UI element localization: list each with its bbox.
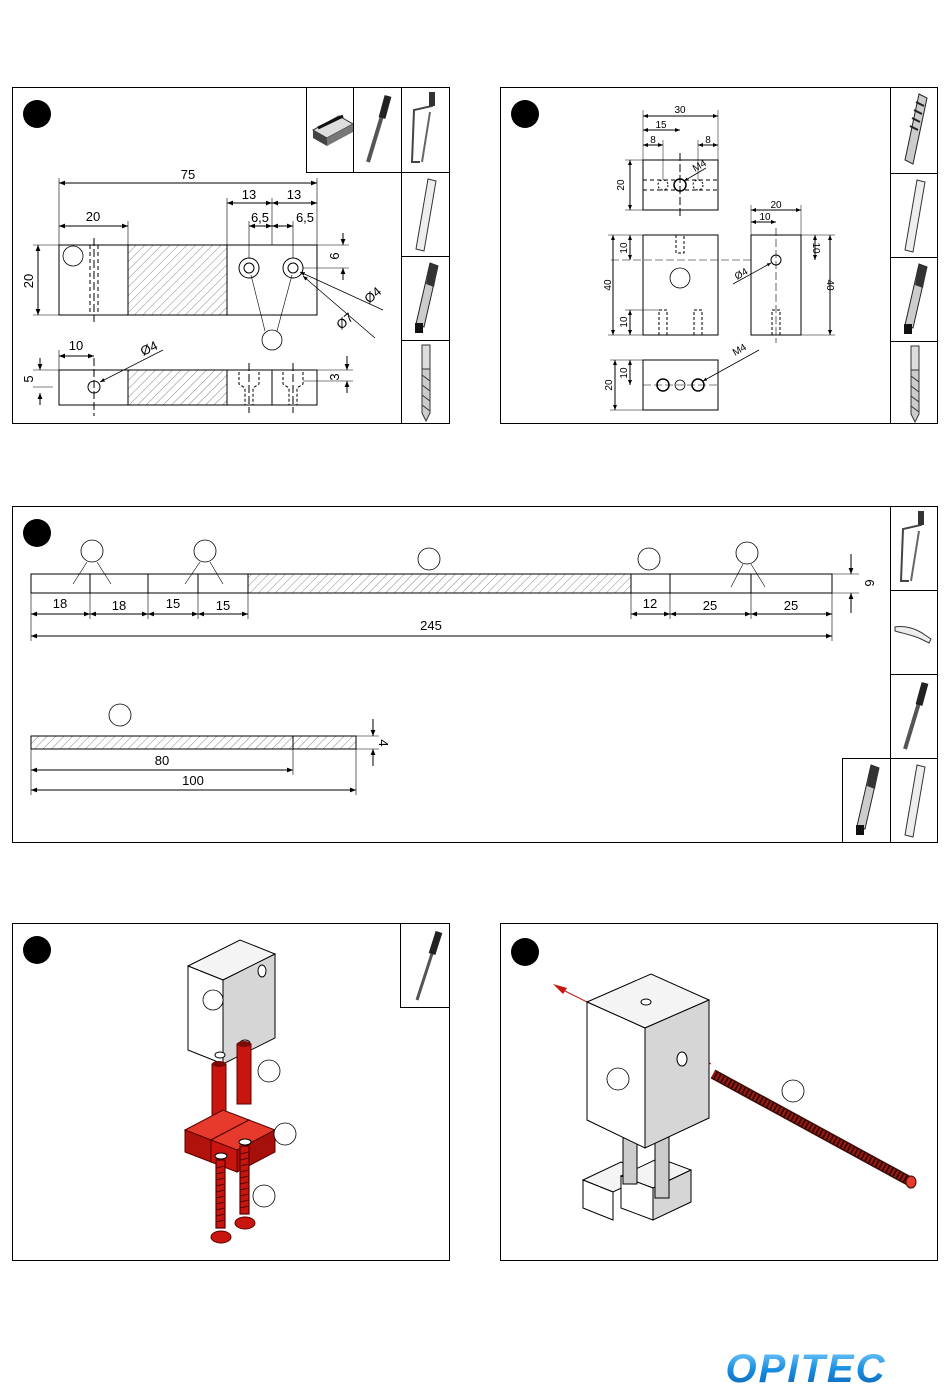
step-1-drawing: 75 20 13 13 6,5 6,5 20 6 Ø4 Ø7 [13,88,398,423]
dim-25b: 25 [784,598,798,613]
dim-13a: 13 [242,187,256,202]
dim-15a: 15 [166,596,180,611]
screwdriver-icon-4 [400,924,450,1008]
marker-pen-icon [401,257,450,341]
dim-w10: 10 [759,212,771,223]
dim-m4b: M4 [731,342,749,359]
dim-w30: 30 [674,105,686,116]
marker-pen-icon-2 [890,258,938,342]
dim-d4b: Ø4 [138,338,160,359]
dim-h5: 5 [21,375,36,382]
dim-w15: 15 [655,120,667,131]
dim-75: 75 [181,167,195,182]
file-icon [401,173,450,257]
file-icon-2 [890,174,938,258]
tap-icon [890,88,938,174]
opitec-logo: OPITEC [700,1346,912,1388]
dim-6-5b: 6,5 [296,210,314,225]
dim-h20a: 20 [616,179,627,191]
dim-h3: 3 [327,373,342,380]
step-4-assembly [13,924,399,1260]
saw-icon [401,88,450,173]
step-3-panel: 18 18 15 15 12 25 25 245 6 80 100 4 [12,506,938,843]
dim-h4: 4 [376,739,391,746]
dim-13b: 13 [287,187,301,202]
dim-h40a: 40 [603,279,614,291]
dim-d7: Ø7 [333,310,356,333]
dim-6-5a: 6,5 [251,210,269,225]
step-3-drawing: 18 18 15 15 12 25 25 245 6 80 100 4 [13,507,889,842]
dim-80: 80 [155,753,169,768]
dim-h20: 20 [21,274,36,288]
dim-18b: 18 [112,598,126,613]
step-4-panel [12,923,450,1261]
dim-h6: 6 [327,252,342,259]
knife-icon [890,591,938,675]
dim-w8a: 8 [650,135,656,146]
drill-bit-icon-2 [890,342,938,424]
dim-h6-3: 6 [862,579,877,586]
step-2-panel: 30 15 8 8 M4 20 20 10 10 10 Ø4 40 [500,87,938,424]
dim-15b: 15 [216,598,230,613]
dim-d4: Ø4 [361,284,384,307]
dim-18a: 18 [53,596,67,611]
dim-h20b: 20 [604,379,615,391]
dim-100: 100 [182,773,204,788]
step-5-panel [500,923,938,1261]
file-icon-3 [890,759,938,843]
dim-w8b: 8 [705,135,711,146]
dim-d4-2: Ø4 [733,266,750,282]
screwdriver-icon-3 [890,675,938,759]
dim-245: 245 [420,618,442,633]
dim-w20: 20 [770,200,782,211]
dim-h40b: 40 [824,279,835,291]
drill-bit-icon [401,341,450,424]
step-2-drawing: 30 15 8 8 M4 20 20 10 10 10 Ø4 40 [501,88,889,423]
svg-text:OPITEC: OPITEC [726,1347,887,1388]
dim-h10d: 10 [619,367,630,379]
saw-icon-3 [890,507,938,591]
step-5-assembly [501,924,937,1260]
dim-20: 20 [86,209,100,224]
dim-h10c: 10 [619,316,630,328]
dim-12: 12 [643,596,657,611]
dim-h10b: 10 [810,242,821,254]
dim-25a: 25 [703,598,717,613]
step-1-panel: 75 20 13 13 6,5 6,5 20 6 Ø4 Ø7 [12,87,450,424]
dim-h10a: 10 [619,242,630,254]
dim-10: 10 [69,338,83,353]
